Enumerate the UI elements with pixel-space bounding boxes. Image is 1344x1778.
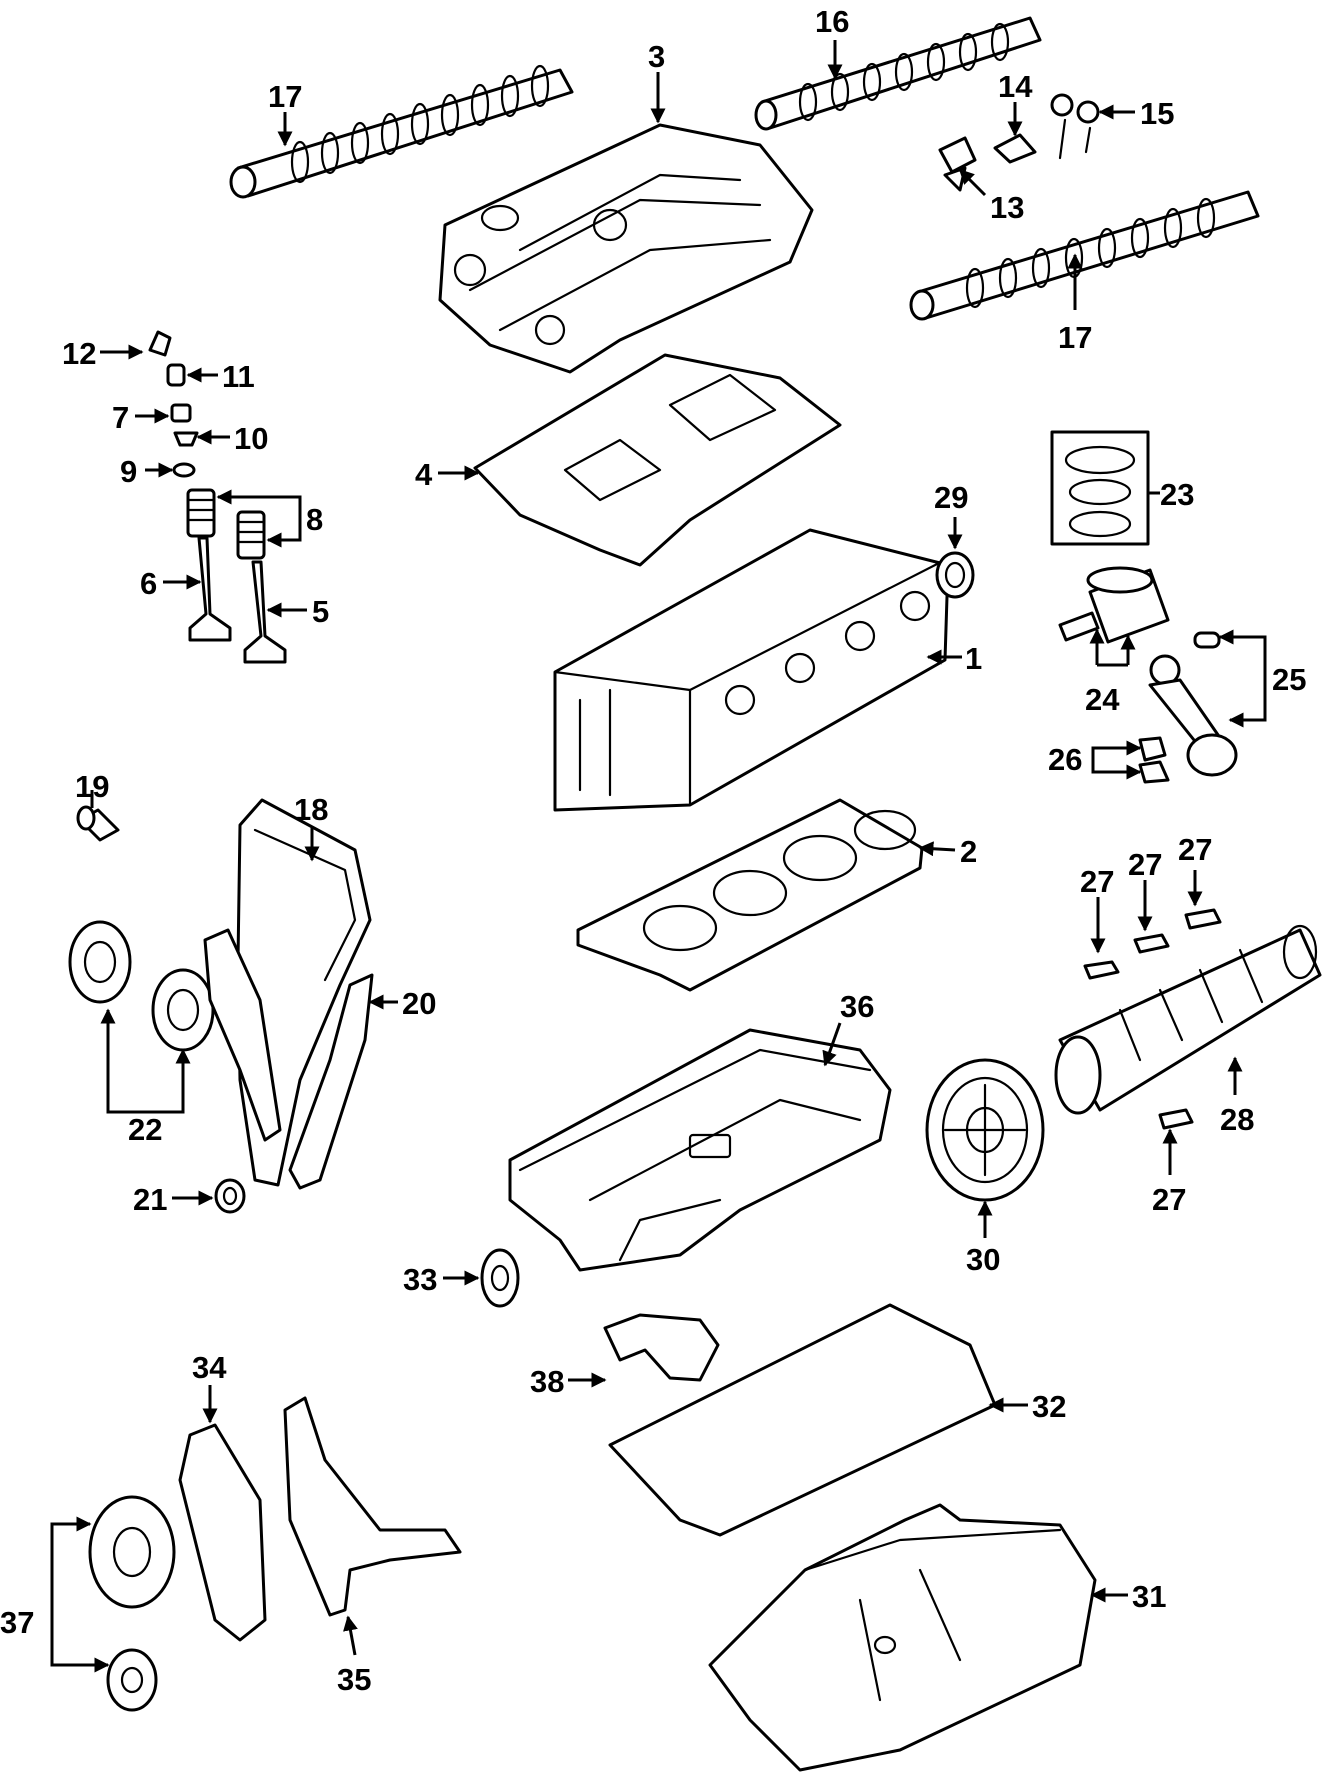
label-24: 24 (1085, 682, 1120, 717)
label-2: 2 (960, 834, 977, 869)
label-4: 4 (415, 457, 433, 492)
rocker-arm-part (938, 136, 977, 192)
label-34: 34 (192, 1350, 227, 1385)
callout-labels: 17 3 16 14 15 13 17 12 11 7 10 9 8 6 5 4… (0, 4, 1306, 1697)
tappet-part (166, 363, 186, 387)
connecting-rod-part (1148, 631, 1238, 777)
crankshaft-seal-part (214, 1178, 246, 1214)
piston-rings-box (1050, 430, 1150, 546)
label-5: 5 (312, 594, 329, 629)
bolt-part (76, 805, 120, 842)
oil-pump-gear-part (480, 1248, 520, 1308)
valve-cover-part (438, 123, 814, 374)
label-37: 37 (0, 1605, 34, 1640)
rocker-part (148, 330, 172, 357)
valve-cover-gasket-part (473, 353, 842, 567)
label-23: 23 (1160, 477, 1194, 512)
label-1: 1 (965, 641, 982, 676)
label-22: 22 (128, 1112, 162, 1147)
label-26: 26 (1048, 742, 1082, 777)
label-6: 6 (140, 566, 157, 601)
valve-seal-part (172, 462, 196, 478)
cylinder-head-part (553, 528, 950, 812)
label-29: 29 (934, 480, 968, 515)
label-21: 21 (133, 1182, 167, 1217)
label-36: 36 (840, 989, 874, 1024)
head-gasket-part (576, 798, 924, 992)
label-31: 31 (1132, 1579, 1166, 1614)
label-19: 19 (75, 769, 109, 804)
timing-cover-part (283, 1396, 462, 1617)
label-9: 9 (120, 454, 137, 489)
lash-adjuster-part (993, 133, 1037, 164)
label-3: 3 (648, 39, 665, 74)
exhaust-valve-part (188, 536, 232, 642)
label-12: 12 (62, 336, 96, 371)
rod-bearing-part (1138, 736, 1170, 784)
oil-pump-chain-part (178, 1423, 267, 1642)
oil-pan-part (708, 1503, 1097, 1772)
oil-pump-body-part (508, 1028, 892, 1272)
label-16: 16 (815, 4, 849, 39)
label-33: 33 (403, 1262, 437, 1297)
label-11: 11 (222, 359, 255, 394)
label-27-mid: 27 (1128, 847, 1162, 882)
crankshaft-part (1054, 924, 1322, 1115)
leader-lines (50, 40, 1267, 1673)
spring-retainer-part (173, 431, 199, 447)
label-18: 18 (294, 792, 328, 827)
oil-pump-sprocket-part (88, 1495, 176, 1712)
camshaft-exhaust-right-part (909, 190, 1260, 321)
main-bearing-part (1083, 908, 1222, 1130)
valve-lifter-part (170, 403, 192, 423)
camshaft-exhaust-part (229, 64, 574, 199)
label-27-right: 27 (1178, 832, 1212, 867)
chain-guide-part (203, 928, 374, 1190)
label-13: 13 (990, 190, 1024, 225)
label-32: 32 (1032, 1389, 1066, 1424)
intake-valve-part (243, 560, 287, 664)
label-10: 10 (234, 421, 268, 456)
label-15: 15 (1140, 96, 1174, 131)
label-27-bottom: 27 (1152, 1182, 1186, 1217)
camshaft-intake-part (754, 16, 1042, 131)
oil-pickup-tube-part (603, 1313, 720, 1382)
label-28: 28 (1220, 1102, 1254, 1137)
label-35: 35 (337, 1662, 371, 1697)
label-8: 8 (306, 502, 323, 537)
label-7: 7 (112, 400, 129, 435)
camshaft-seal-part (935, 551, 975, 599)
harmonic-balancer-part (925, 1058, 1045, 1202)
label-38: 38 (530, 1364, 564, 1399)
label-17-top: 17 (268, 79, 302, 114)
label-17-right: 17 (1058, 320, 1092, 355)
label-14: 14 (998, 69, 1033, 104)
valve-spring-part (186, 488, 266, 560)
label-25: 25 (1272, 662, 1306, 697)
label-20: 20 (402, 986, 436, 1021)
valve-keeper-part (1050, 93, 1100, 160)
piston-part (1058, 566, 1170, 644)
label-27-left: 27 (1080, 864, 1114, 899)
label-30: 30 (966, 1242, 1000, 1277)
camshaft-sprocket-part (68, 920, 215, 1052)
